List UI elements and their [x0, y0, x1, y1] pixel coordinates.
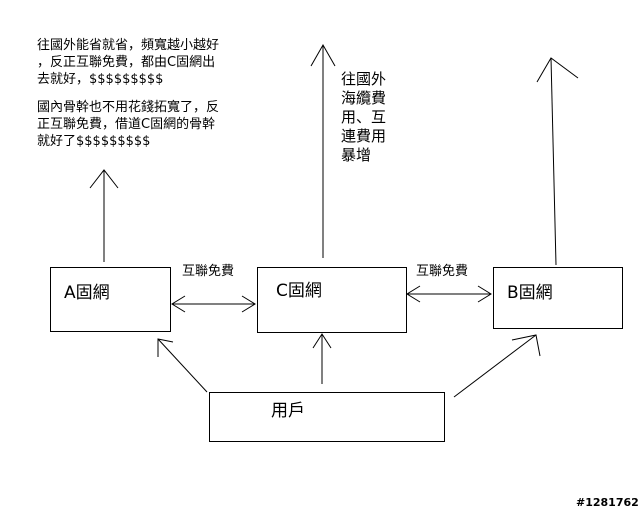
note-line: 暴增 [341, 146, 372, 164]
node-b-box [493, 267, 623, 329]
node-a-label: A固網 [64, 283, 110, 303]
note-top-left: 往國外能省就省，頻寬越小越好 ，反正互聯免費，都由C固網出 去就好，$$$$$$… [37, 37, 219, 88]
note-middle-left: 國內骨幹也不用花錢拓寬了，反 正互聯免費，借道C固網的骨幹 就好了$$$$$$$… [37, 99, 219, 150]
users-to-b-arrow [453, 334, 541, 398]
note-line: 正互聯免費，借道C固網的骨幹 [37, 117, 216, 132]
note-line: 連費用 [341, 127, 387, 145]
note-line: 用、互 [341, 108, 387, 126]
a-c-link-arrow [171, 295, 256, 313]
c-b-link-label: 互聯免費 [416, 264, 469, 279]
users-box [209, 392, 445, 442]
node-b-label: B固網 [507, 283, 553, 303]
note-line: ，反正互聯免費，都由C固網出 [37, 55, 216, 70]
note-line: 國內骨幹也不用花錢拓寬了，反 [37, 100, 220, 115]
users-to-c-arrow [312, 333, 332, 384]
c-upstream-arrow [310, 43, 336, 258]
note-line: 去就好，$$$$$$$$$ [37, 72, 164, 87]
note-line: 海纜費 [341, 89, 387, 107]
users-label: 用戶 [271, 401, 305, 421]
watermark-id: #1281762 [576, 496, 639, 509]
note-line: 往國外能省就省，頻寬越小越好 [37, 38, 220, 53]
node-a-box [50, 267, 171, 332]
b-upstream-arrow [536, 57, 579, 266]
c-b-link-arrow [406, 285, 492, 303]
note-right-of-c: 往國外 海纜費 用、互 連費用 暴增 [341, 70, 386, 165]
users-to-a-arrow [157, 338, 208, 393]
node-c-label: C固網 [276, 281, 322, 301]
a-c-link-label: 互聯免費 [182, 264, 235, 279]
note-line: 就好了$$$$$$$$$ [37, 134, 151, 149]
note-line: 往國外 [341, 70, 387, 88]
node-c-box [257, 267, 407, 333]
a-upstream-arrow [89, 169, 119, 262]
